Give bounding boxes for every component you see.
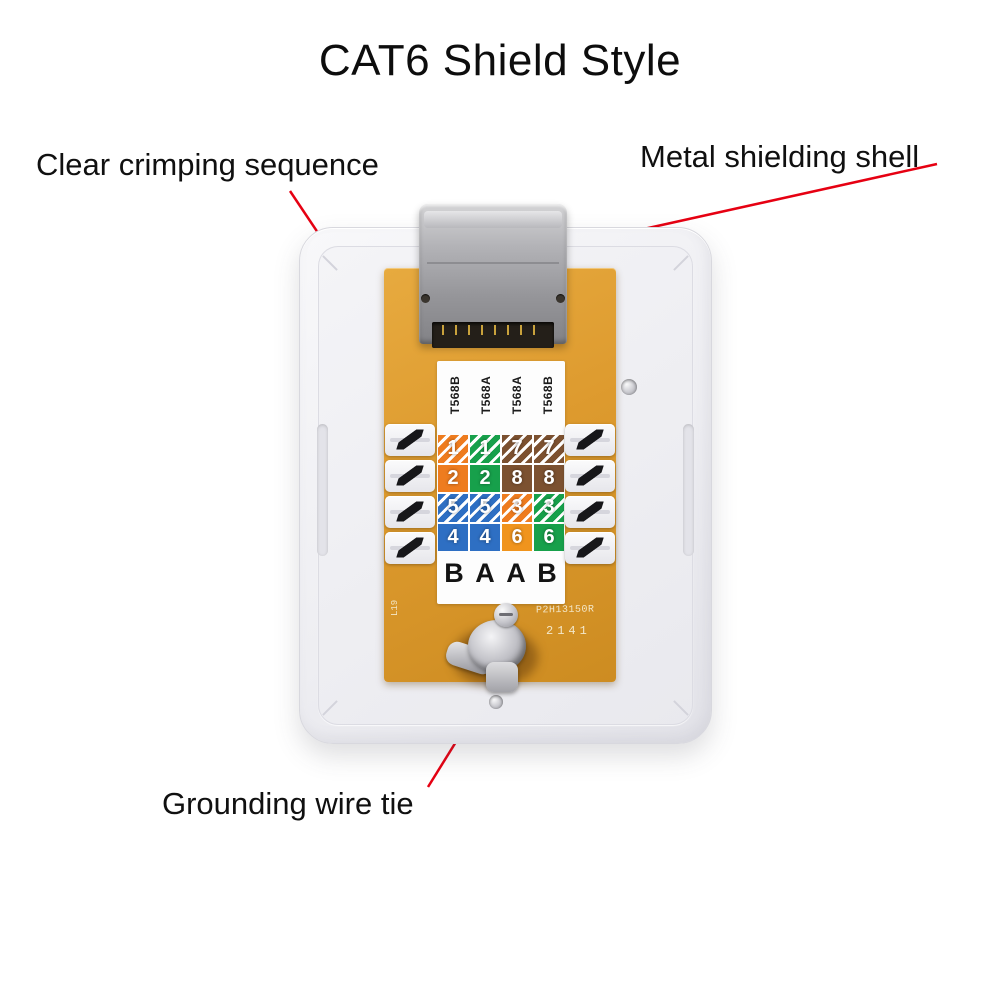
pin-cell-r3c1: 5: [438, 494, 468, 522]
plate-groove-left: [317, 424, 328, 556]
idc-tower: [385, 496, 435, 528]
idc-tower: [385, 532, 435, 564]
metal-shield-shell: [419, 204, 567, 348]
standard-letter-b2: B: [537, 558, 557, 588]
pin-cell-r4c2: 4: [470, 523, 500, 551]
pcb-date-code: 2141: [546, 624, 591, 638]
standard-letter-a2: A: [506, 558, 526, 588]
column-header-t568a-2: T568A: [510, 375, 524, 415]
pcb-side-code: L19: [390, 599, 400, 616]
rj45-port-opening: [432, 322, 554, 348]
pcb-part-number: P2H13150R: [535, 604, 595, 617]
rj45-gold-contacts: [442, 325, 544, 335]
column-header-t568b-2: T568B: [541, 375, 555, 415]
standard-letter-b1: B: [444, 558, 464, 588]
idc-tower: [565, 496, 615, 528]
pin-cell-r2c2: 2: [470, 464, 500, 492]
pin-cell-r3c3: 3: [502, 494, 532, 522]
pin-cell-r2c3: 8: [502, 464, 532, 492]
pin-cell-r1c2: 1: [470, 435, 500, 463]
pin-cell-r4c1: 4: [438, 523, 468, 551]
grounding-tie-tab: [486, 662, 518, 692]
pin-cell-r4c4: 6: [534, 523, 564, 551]
column-header-t568a-1: T568A: [479, 375, 493, 415]
grounding-tie-screw: [494, 603, 518, 627]
pin-cell-r1c1: 1: [438, 435, 468, 463]
pin-cell-r1c4: 7: [534, 435, 564, 463]
pin-cell-r2c4: 8: [534, 464, 564, 492]
pin-cell-r3c2: 5: [470, 494, 500, 522]
plate-groove-right: [683, 424, 694, 556]
callout-crimping-sequence: Clear crimping sequence: [36, 147, 379, 182]
screw-slot: [499, 613, 513, 616]
shell-latch-left: [421, 294, 430, 303]
column-header-t568b-1: T568B: [448, 375, 462, 415]
shell-seam: [427, 262, 559, 264]
pin-cell-r4c3: 6: [502, 523, 532, 551]
pin-color-grid: 1 1 7 7 2 2 8 8 5 5 3 3 4 4 6 6: [438, 435, 564, 551]
page-title: CAT6 Shield Style: [318, 36, 682, 85]
plate-screw-hole-bottom: [489, 695, 503, 709]
idc-tower: [385, 424, 435, 456]
standard-letter-a1: A: [475, 558, 495, 588]
idc-tower: [565, 424, 615, 456]
idc-tower: [385, 460, 435, 492]
pin-cell-r2c1: 2: [438, 464, 468, 492]
pin-cell-r1c3: 7: [502, 435, 532, 463]
plate-screw-hole-top: [621, 379, 637, 395]
callout-grounding-tie: Grounding wire tie: [162, 786, 414, 821]
pin-cell-r3c4: 3: [534, 494, 564, 522]
idc-tower: [565, 460, 615, 492]
wiring-code-label: T568B T568A T568A T568B 1 1 7 7 2 2 8 8 …: [437, 361, 565, 604]
callout-shielding-shell: Metal shielding shell: [640, 139, 920, 174]
shell-latch-right: [556, 294, 565, 303]
shell-top-fold: [424, 211, 562, 228]
idc-tower: [565, 532, 615, 564]
